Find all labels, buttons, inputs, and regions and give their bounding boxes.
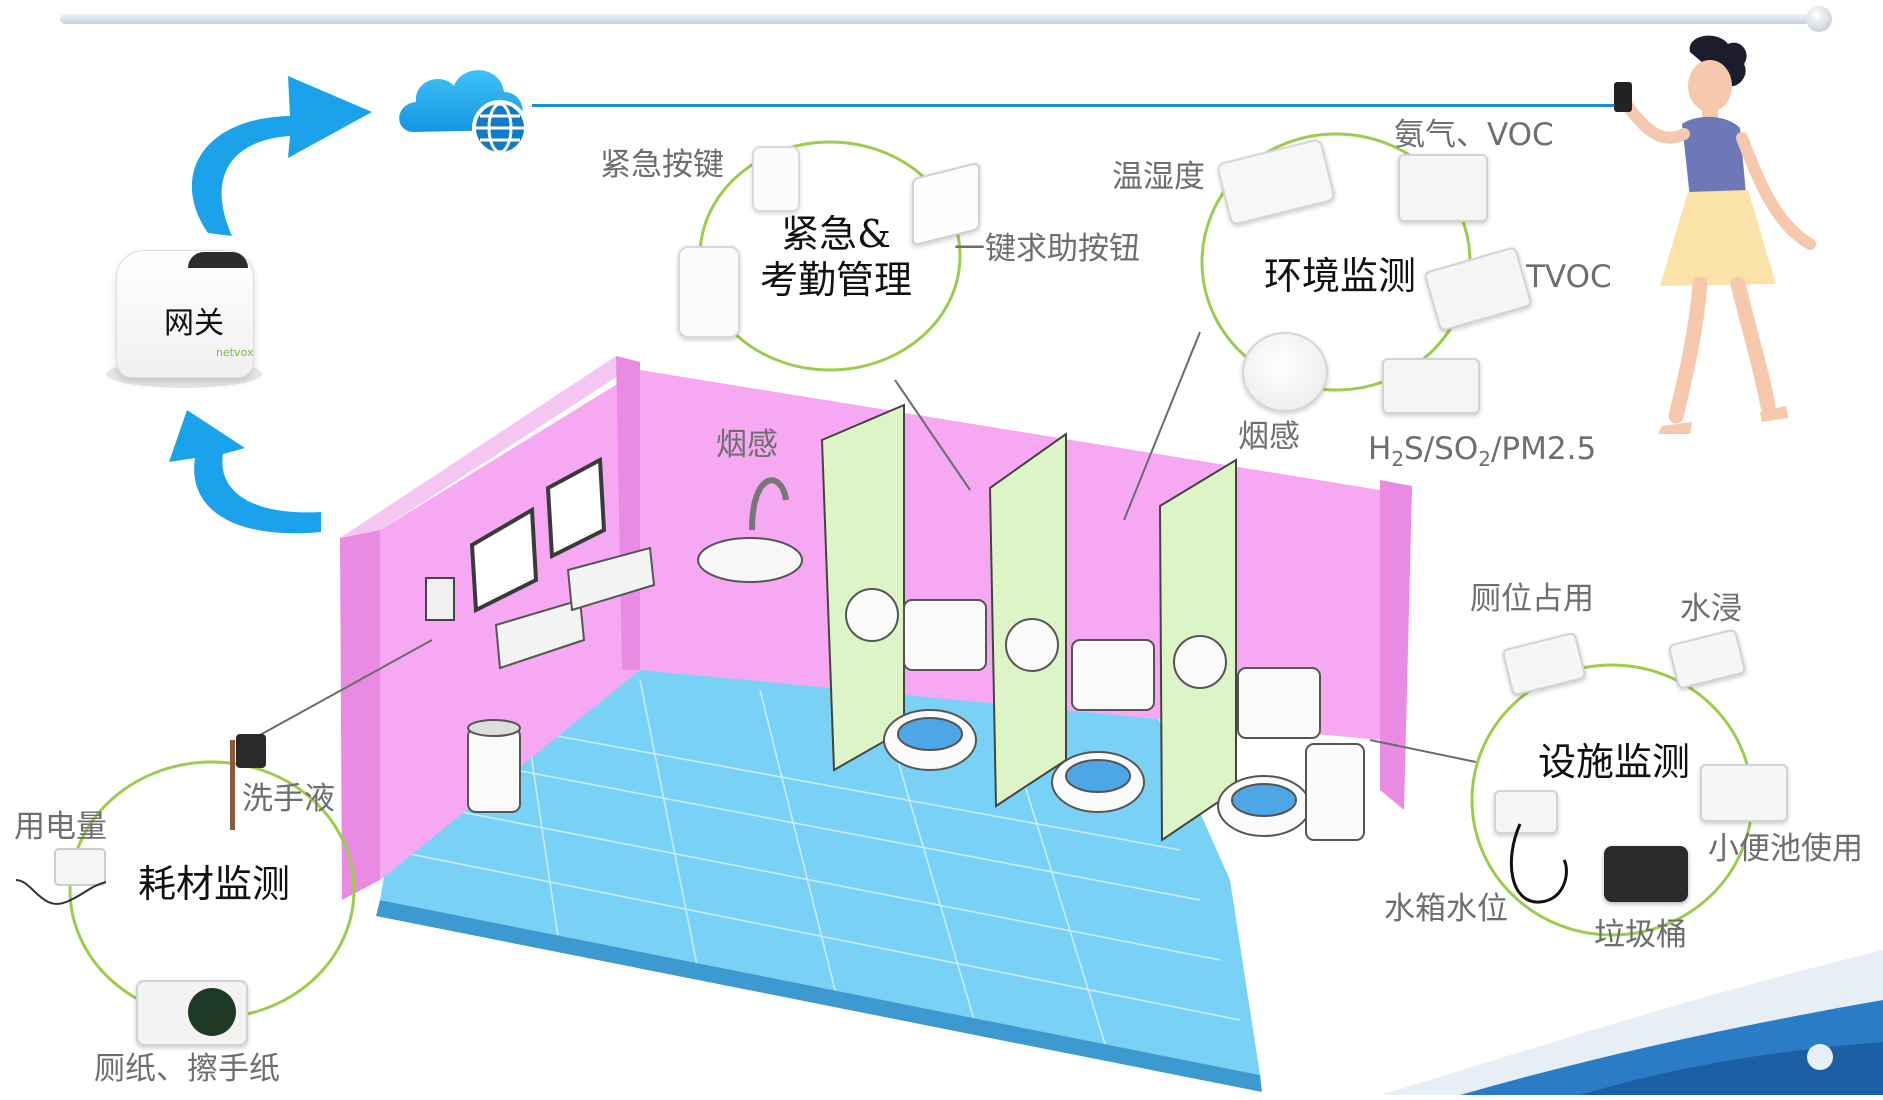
ammonia-voc-sensor-device — [1398, 154, 1488, 222]
label-tvoc: TVOC — [1526, 259, 1612, 295]
globe-icon — [472, 100, 528, 156]
label-water-tank-level: 水箱水位 — [1384, 891, 1508, 927]
urinal-usage-sensor-device — [1700, 764, 1788, 822]
label-trash-bin: 垃圾桶 — [1594, 917, 1687, 953]
pm-s-so: S/SO — [1404, 431, 1479, 467]
label-power-usage: 用电量 — [14, 809, 107, 845]
label-urinal-usage: 小便池使用 — [1708, 831, 1863, 867]
label-room-smoke: 烟感 — [716, 427, 778, 463]
emergency-title-line1: 紧急& — [781, 212, 891, 256]
pm-sub-2a: 2 — [1391, 447, 1405, 472]
soap-probe-icon — [230, 740, 235, 830]
label-water-leak: 水浸 — [1680, 591, 1742, 627]
corner-swoosh — [1380, 950, 1883, 1095]
label-temp-humidity: 温湿度 — [1112, 159, 1205, 195]
emergency-button-device — [678, 246, 740, 338]
label-smoke-detector: 烟感 — [1238, 419, 1300, 455]
emergency-button-device-small — [752, 146, 800, 212]
emergency-group-title: 紧急& 考勤管理 — [760, 212, 912, 303]
downlink-arrow-icon — [169, 410, 321, 534]
label-one-key-help: 一键求助按钮 — [954, 231, 1140, 267]
top-divider-knob — [1806, 6, 1832, 32]
consumables-group-title: 耗材监测 — [138, 862, 291, 906]
emergency-title-line2: 考勤管理 — [760, 257, 913, 302]
gateway-label: 网关 — [164, 306, 224, 341]
woman-with-phone-illustration — [1614, 35, 1816, 434]
power-cable-icon — [15, 879, 107, 905]
trash-bin-sensor-device — [1604, 846, 1688, 902]
restroom-illustration — [340, 356, 1412, 1092]
label-toilet-paper: 厕纸、擦手纸 — [94, 1051, 280, 1087]
pm-sub-2b: 2 — [1478, 447, 1491, 472]
pm-h: H — [1368, 431, 1392, 467]
facility-group-title: 设施监测 — [1538, 740, 1691, 784]
label-h2s-so2-pm25: H2S/SO2/PM2.5 — [1368, 431, 1597, 472]
water-tank-cable-icon — [1509, 823, 1568, 904]
power-meter-device — [54, 848, 106, 886]
pm-pm25: /PM2.5 — [1490, 431, 1597, 467]
top-divider — [60, 14, 1820, 24]
label-stall-occupancy: 厕位占用 — [1470, 581, 1594, 617]
gateway-device: netvox — [98, 250, 270, 390]
label-ammonia-voc: 氨气、VOC — [1394, 117, 1554, 153]
upload-arrow-icon — [191, 76, 372, 236]
h2s-so2-pm25-sensor-device — [1382, 358, 1480, 414]
environment-group-title: 环境监测 — [1264, 254, 1417, 298]
water-tank-level-sensor-device — [1494, 790, 1558, 834]
soap-dispenser-sensor-device — [236, 734, 266, 768]
gateway-brand: netvox — [216, 346, 254, 359]
paper-towel-sensor-device — [136, 980, 248, 1046]
smoke-detector-device — [1242, 332, 1328, 412]
cloud-link-line — [532, 104, 1622, 107]
label-emergency-key: 紧急按键 — [600, 147, 724, 183]
label-hand-soap: 洗手液 — [242, 781, 335, 817]
